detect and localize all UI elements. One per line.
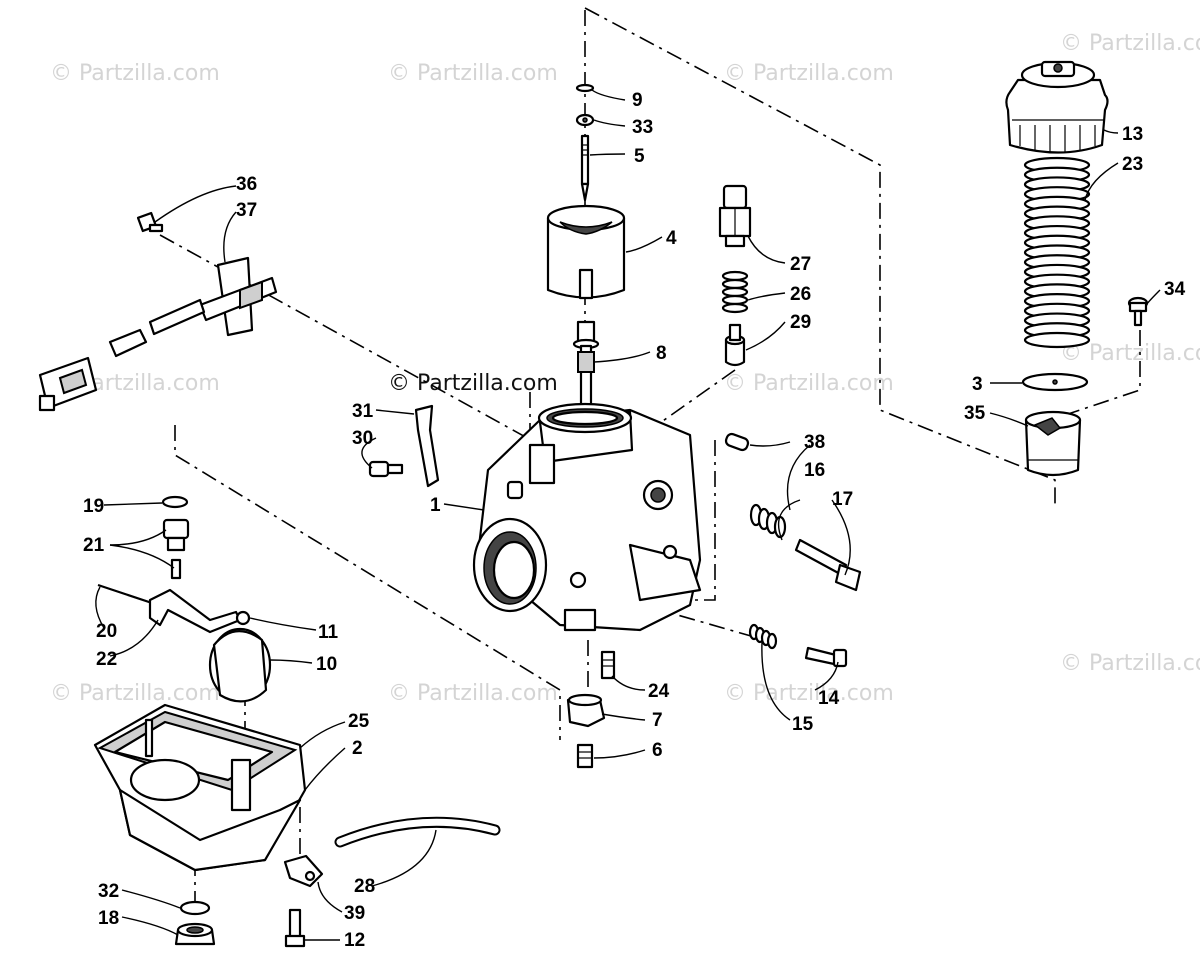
callout-6[interactable]: 6 [652, 740, 663, 761]
callout-33[interactable]: 33 [632, 117, 653, 138]
bolt-part-36 [136, 211, 164, 233]
callout-9[interactable]: 9 [632, 90, 643, 111]
holder-part-35 [1024, 410, 1082, 477]
needle-valve-part-21 [162, 518, 190, 580]
callout-24[interactable]: 24 [648, 681, 670, 702]
cap-part-13 [1005, 60, 1109, 154]
clamp-part-39 [283, 854, 324, 888]
callout-3[interactable]: 3 [972, 374, 983, 395]
callout-22[interactable]: 22 [96, 649, 117, 670]
watermark-main: © Partzilla.com [388, 371, 558, 396]
washer-hole [582, 117, 588, 123]
carburetor-body-part-1 [472, 402, 702, 632]
callout-29[interactable]: 29 [790, 312, 811, 333]
callout-26[interactable]: 26 [790, 284, 811, 305]
hose-inner [336, 818, 499, 846]
callout-15[interactable]: 15 [792, 714, 814, 735]
callout-20[interactable]: 20 [96, 621, 117, 642]
callout-34[interactable]: 34 [1164, 279, 1186, 300]
callout-27[interactable]: 27 [790, 254, 811, 275]
callout-23[interactable]: 23 [1122, 154, 1143, 175]
callout-10[interactable]: 10 [316, 654, 337, 675]
screw-part-30 [368, 460, 404, 478]
jet-part-6 [576, 743, 594, 769]
watermark: © Partzilla.com [1060, 341, 1200, 366]
pin-part-20 [97, 583, 159, 607]
valve-part-29 [724, 323, 746, 367]
jet-part-24 [600, 650, 616, 680]
clip-part-9 [575, 83, 595, 93]
callout-28[interactable]: 28 [354, 876, 375, 897]
callout-2[interactable]: 2 [352, 738, 363, 759]
callout-14[interactable]: 14 [818, 688, 840, 709]
callout-13[interactable]: 13 [1122, 124, 1143, 145]
holder-part-7 [566, 693, 606, 728]
callout-18[interactable]: 18 [98, 908, 119, 929]
lever-part-31 [414, 404, 440, 488]
callout-11[interactable]: 11 [318, 622, 339, 643]
watermark: © Partzilla.com [724, 61, 894, 86]
callout-38[interactable]: 38 [804, 432, 825, 453]
watermark: © Partzilla.com [388, 681, 558, 706]
callout-8[interactable]: 8 [656, 343, 667, 364]
watermark: © Partzilla.com [50, 681, 220, 706]
callout-17[interactable]: 17 [832, 489, 853, 510]
callout-12[interactable]: 12 [344, 930, 365, 951]
callout-21[interactable]: 21 [83, 535, 105, 556]
spring-coil [1023, 331, 1091, 349]
spring-part-15 [748, 623, 778, 650]
bracket-part-37 [38, 256, 278, 412]
o-ring-part-32 [179, 900, 211, 916]
watermark: © Partzilla.com [388, 61, 558, 86]
watermark: © Partzilla.com [724, 681, 894, 706]
washer-part-19 [161, 495, 189, 509]
needle-jet-part-8 [572, 320, 600, 410]
float-arm-part-22 [148, 588, 242, 634]
callout-labels: 9 33 5 4 8 13 23 34 3 35 27 26 29 38 16 … [83, 90, 1186, 951]
fitting-part-27 [718, 184, 752, 248]
plate-hole [1052, 379, 1058, 385]
pin-part-11 [235, 610, 251, 626]
screw-part-17 [794, 538, 862, 592]
callout-5[interactable]: 5 [634, 146, 645, 167]
float-bowl-part-2 [93, 703, 307, 872]
screw-part-34 [1127, 296, 1149, 327]
drain-plug-part-18 [174, 922, 216, 946]
watermark: © Partzilla.com [1060, 31, 1200, 56]
needle-part-5 [580, 134, 590, 202]
plug-part-38 [724, 432, 750, 452]
watermark: © Partzilla.com [50, 61, 220, 86]
callout-32[interactable]: 32 [98, 881, 119, 902]
callout-16-label[interactable]: 16 [804, 460, 825, 481]
callout-39[interactable]: 39 [344, 903, 365, 924]
callout-36[interactable]: 36 [236, 174, 257, 195]
watermark: © Partzilla.com [1060, 651, 1200, 676]
watermark: © Partzilla.com [724, 371, 894, 396]
callout-25[interactable]: 25 [348, 711, 370, 732]
spring-part-26 [721, 270, 749, 314]
callout-30[interactable]: 30 [352, 428, 373, 449]
callout-31[interactable]: 31 [352, 401, 374, 422]
spring-part-23 [1023, 156, 1091, 349]
float-part-10 [208, 627, 272, 703]
leader-lines [95, 89, 1161, 941]
callout-7[interactable]: 7 [652, 710, 663, 731]
callout-37[interactable]: 37 [236, 200, 257, 221]
callout-4[interactable]: 4 [666, 228, 677, 249]
callout-19[interactable]: 19 [83, 496, 104, 517]
callout-1[interactable]: 1 [430, 495, 441, 516]
screw-part-14 [804, 646, 848, 668]
callout-35[interactable]: 35 [964, 403, 986, 424]
throttle-valve-part-4 [546, 204, 626, 300]
screw-part-12 [284, 908, 306, 948]
